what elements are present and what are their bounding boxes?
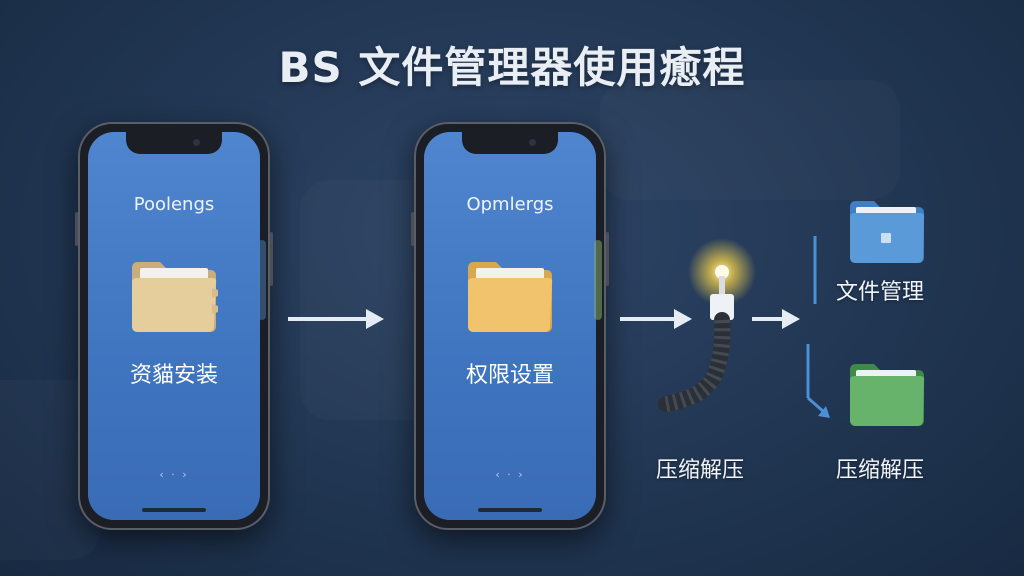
- middle-label: 压缩解压: [656, 458, 745, 483]
- camera-icon: [193, 139, 200, 146]
- green-folder-icon[interactable]: [846, 358, 926, 428]
- phone-mockup-2: Opmlergs 权限设置 ‹ · ›: [411, 122, 609, 530]
- branch-label: 文件管理: [836, 280, 925, 305]
- phone-heading: Poolengs: [133, 194, 215, 215]
- phone-label: 资貓安装: [129, 363, 218, 388]
- arrow-right-icon: [752, 309, 800, 329]
- phone-screen: Poolengs 资貓安装 ‹ · ›: [88, 132, 260, 520]
- side-peek-panel: [594, 240, 602, 320]
- phone-label: 权限设置: [465, 363, 554, 388]
- side-peek-panel: [258, 240, 266, 320]
- folder-icon[interactable]: [464, 254, 556, 334]
- page-title: BS 文件管理器使用癒程: [278, 43, 746, 92]
- camera-icon: [529, 139, 536, 146]
- phone-notch: [126, 132, 222, 154]
- page-indicator: ‹ · ›: [495, 468, 525, 481]
- cable-connector-icon: [658, 238, 756, 412]
- phone-screen: Opmlergs 权限设置 ‹ · ›: [424, 132, 596, 520]
- folder-icon[interactable]: [128, 254, 220, 334]
- blue-folder-icon[interactable]: [846, 195, 926, 265]
- home-indicator: [478, 508, 542, 512]
- phone-mockup-1: Poolengs 资貓安装 ‹ · ›: [75, 122, 273, 530]
- phone-notch: [462, 132, 558, 154]
- home-indicator: [142, 508, 206, 512]
- arrow-right-icon: [288, 309, 384, 329]
- branch-label: 压缩解压: [836, 458, 925, 483]
- phone-heading: Opmlergs: [466, 194, 554, 215]
- branch-connector: [806, 236, 830, 418]
- background-shape: [600, 80, 900, 200]
- page-indicator: ‹ · ›: [159, 468, 189, 481]
- arrow-right-icon: [620, 309, 692, 329]
